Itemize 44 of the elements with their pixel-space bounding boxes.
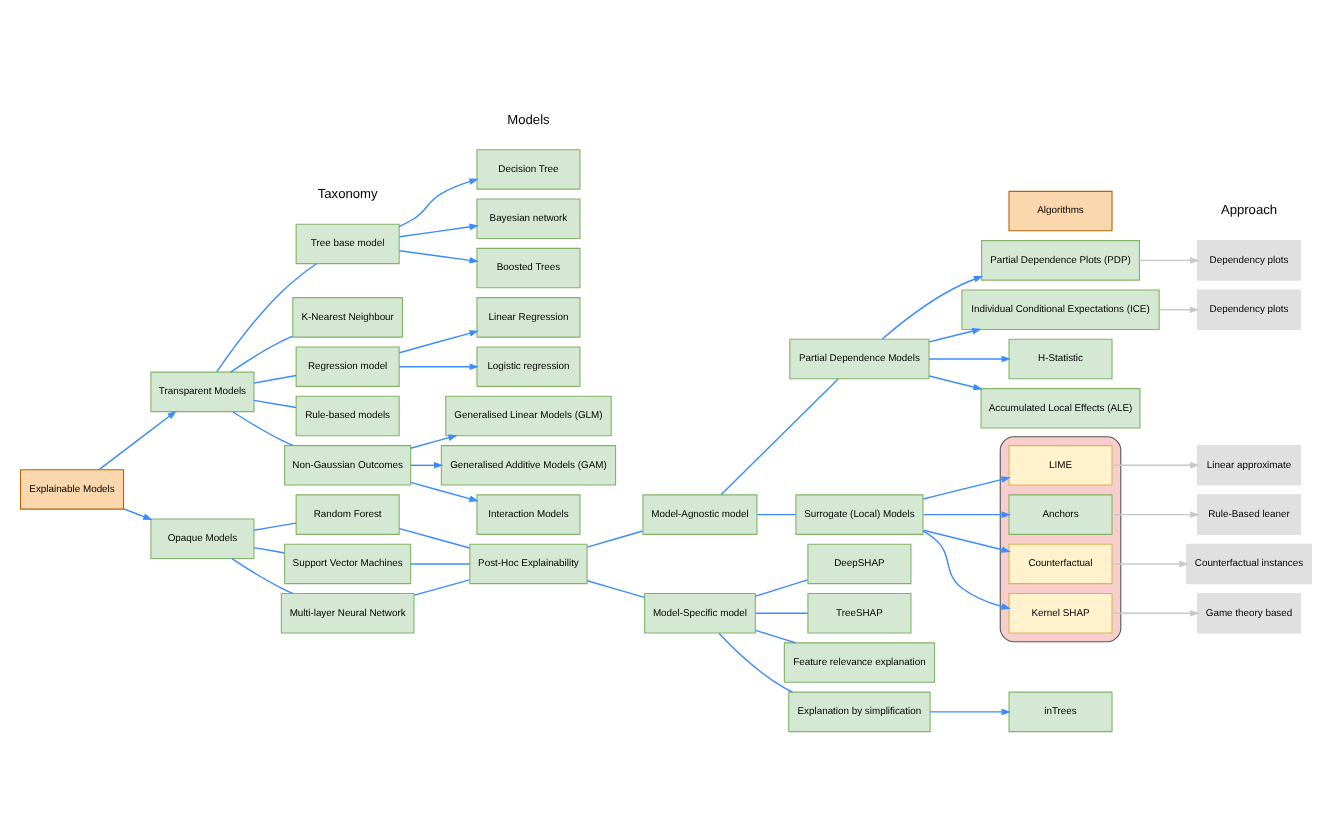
arrow <box>1111 511 1200 518</box>
arrow <box>928 355 1012 363</box>
connector <box>413 579 471 596</box>
connector <box>718 632 794 693</box>
arrow <box>410 434 458 449</box>
connector <box>253 546 285 554</box>
connector <box>253 399 297 409</box>
arrow <box>922 529 1011 553</box>
connector <box>230 335 294 373</box>
arrow <box>1138 257 1200 264</box>
connector <box>410 563 471 565</box>
connector <box>754 579 809 597</box>
connector <box>216 263 317 373</box>
arrow <box>928 327 982 343</box>
connector <box>754 629 796 644</box>
arrow <box>398 250 479 264</box>
connector <box>754 612 809 614</box>
arrow <box>398 223 479 238</box>
arrow <box>98 410 177 471</box>
arrow <box>881 276 984 340</box>
arrow <box>410 481 479 502</box>
connector <box>398 527 471 549</box>
connector <box>586 530 644 548</box>
connector <box>231 557 294 595</box>
arrow <box>1111 462 1200 469</box>
arrow <box>398 330 479 354</box>
arrow <box>410 462 444 469</box>
connector <box>232 411 294 447</box>
connector <box>720 378 839 496</box>
arrow <box>398 178 479 228</box>
arrow <box>928 375 983 391</box>
arrow <box>123 508 153 520</box>
arrow <box>922 511 1011 518</box>
connector <box>586 580 646 599</box>
arrow <box>1111 609 1200 617</box>
connector <box>756 513 797 516</box>
arrow <box>922 476 1011 500</box>
arrow <box>398 363 479 370</box>
arrow <box>922 530 1011 610</box>
arrow <box>929 708 1011 716</box>
connector <box>253 522 297 531</box>
connector <box>253 374 297 384</box>
arrow <box>1111 560 1189 568</box>
arrow <box>1158 306 1200 313</box>
